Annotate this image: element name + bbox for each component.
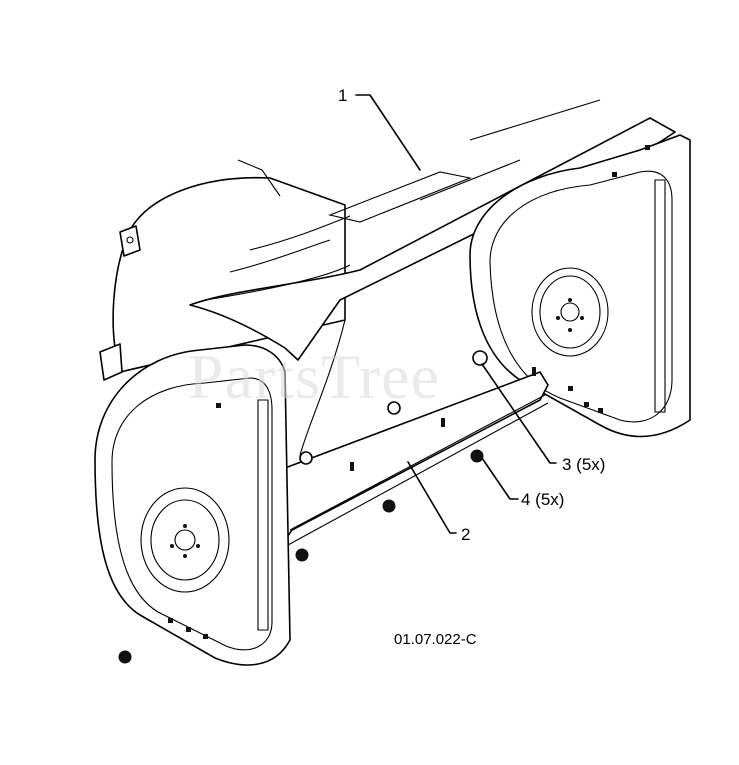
callout-1: 1	[338, 86, 347, 105]
scraper-bar	[284, 367, 549, 546]
watermark: PartsTree	[188, 341, 440, 412]
callout-3: 3 (5x)	[562, 455, 605, 474]
leader-lines	[355, 94, 557, 534]
carriage-bolts	[299, 350, 488, 465]
lock-nuts	[118, 449, 484, 664]
right-side-plate	[469, 134, 691, 438]
callout-2: 2	[461, 525, 470, 544]
left-side-plate	[94, 344, 291, 666]
figure-reference: 01.07.022-C	[394, 631, 477, 648]
callout-4: 4 (5x)	[521, 490, 564, 509]
